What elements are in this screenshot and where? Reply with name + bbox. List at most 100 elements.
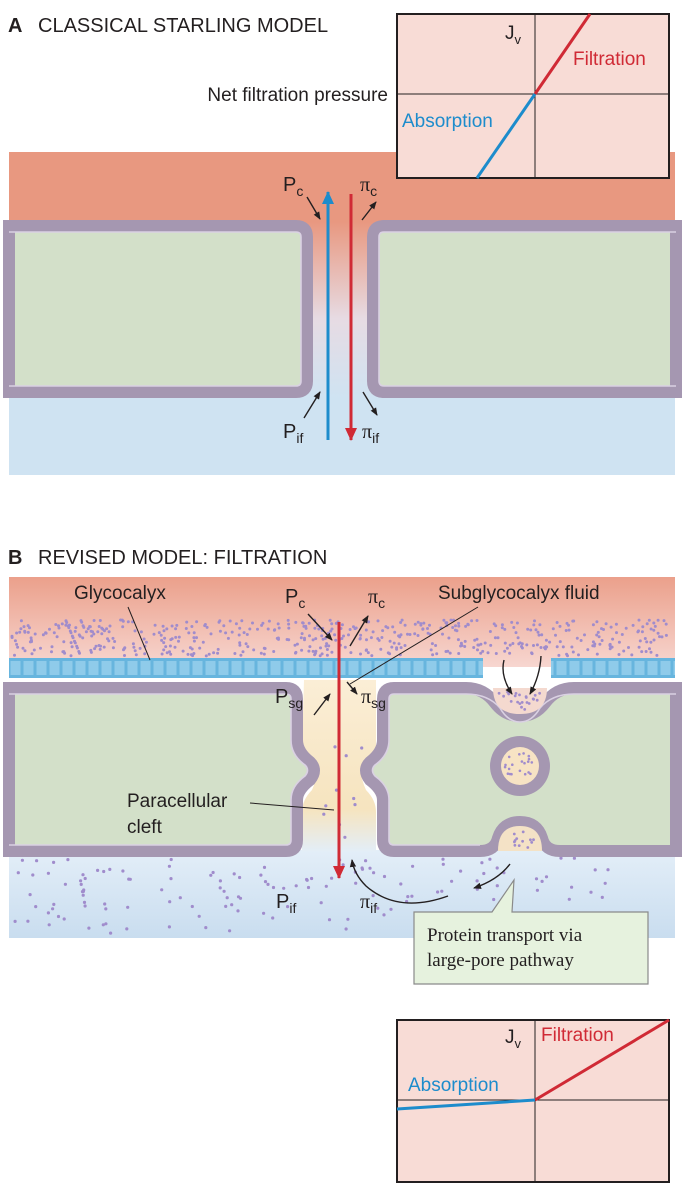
graph-a-absorption-label: Absorption <box>402 111 493 132</box>
protein-dot <box>365 638 368 642</box>
psg-arrow-b <box>313 693 331 716</box>
protein-dot <box>329 629 333 633</box>
protein-dot <box>96 868 100 873</box>
protein-dot <box>233 652 237 655</box>
protein-dot <box>466 622 470 626</box>
protein-dot <box>209 632 213 636</box>
protein-dot <box>33 632 37 636</box>
protein-dot <box>84 630 88 634</box>
protein-dot <box>518 769 522 773</box>
protein-dot <box>524 695 528 699</box>
protein-dot <box>627 646 630 649</box>
protein-dot <box>488 630 492 633</box>
protein-dot <box>100 632 104 636</box>
protein-dot <box>78 651 81 655</box>
protein-dot <box>330 622 334 626</box>
protein-dot <box>538 691 541 695</box>
protein-dot <box>327 644 331 648</box>
panel-b-letter: B <box>8 547 22 569</box>
protein-dot <box>544 638 548 642</box>
protein-dot <box>664 622 668 626</box>
protein-dot <box>167 925 171 929</box>
protein-dot <box>523 708 527 711</box>
protein-dot <box>479 642 483 646</box>
pc-arrow-b <box>307 613 333 641</box>
protein-dot <box>380 636 384 639</box>
protein-dot <box>489 643 493 647</box>
protein-dot <box>169 652 173 656</box>
protein-dot <box>195 636 198 640</box>
protein-dot <box>653 624 657 628</box>
protein-dot <box>104 922 108 926</box>
protein-dot <box>597 635 601 639</box>
protein-dot <box>419 623 423 627</box>
protein-dot <box>98 647 102 651</box>
protein-dot <box>631 623 635 627</box>
protein-dot <box>548 640 552 644</box>
protein-dot <box>637 645 641 649</box>
protein-dot <box>168 650 171 654</box>
panel-a-letter: A <box>8 15 22 37</box>
protein-dot <box>648 647 651 651</box>
protein-dot <box>554 633 557 637</box>
protein-dot <box>530 841 534 844</box>
protein-dot <box>539 646 543 649</box>
protein-dot <box>364 859 368 863</box>
protein-dot <box>300 632 304 636</box>
protein-dot <box>232 872 236 876</box>
panel-b: B REVISED MODEL: FILTRATION Pc πc Psg πs… <box>3 547 682 1183</box>
protein-dot <box>557 653 561 657</box>
protein-dot <box>532 838 535 842</box>
plasma-proteins <box>10 618 668 658</box>
graph-b-filtration-label: Filtration <box>541 1025 614 1046</box>
subglycocalyx-label: Subglycocalyx fluid <box>438 583 600 604</box>
protein-dot <box>348 628 352 631</box>
protein-dot <box>74 626 78 630</box>
protein-dot <box>65 621 69 624</box>
graph-a-absorption-line <box>475 93 537 179</box>
protein-dot <box>598 642 602 646</box>
protein-dot <box>327 918 332 922</box>
protein-dot <box>637 618 641 622</box>
protein-dot <box>508 643 512 647</box>
protein-dot <box>372 871 376 875</box>
protein-dot <box>647 618 651 622</box>
graph-a-jv-label: Jv <box>505 23 522 47</box>
protein-dot <box>97 625 101 628</box>
glycocalyx-leader <box>127 606 151 661</box>
protein-dot <box>481 649 485 653</box>
protein-dot <box>529 628 533 632</box>
protein-dot <box>603 881 607 885</box>
protein-dot <box>299 636 303 640</box>
protein-dot <box>109 931 113 935</box>
protein-dot <box>169 638 173 642</box>
protein-dot <box>83 904 87 908</box>
protein-dot <box>169 857 173 862</box>
protein-dot <box>86 627 90 631</box>
protein-dot <box>52 902 56 907</box>
protein-dot <box>111 636 115 640</box>
protein-dot <box>475 619 479 622</box>
protein-dot <box>513 839 517 842</box>
protein-dot <box>184 627 188 630</box>
protein-dot <box>266 882 270 887</box>
protein-dot <box>161 624 165 628</box>
protein-dot <box>122 648 125 652</box>
protein-dot <box>92 632 96 636</box>
protein-dot <box>82 625 86 629</box>
protein-dot <box>293 643 297 647</box>
protein-dot <box>79 879 83 883</box>
protein-dot <box>334 621 338 625</box>
protein-dot <box>205 625 209 629</box>
protein-dot <box>121 625 125 629</box>
protein-dot <box>535 698 539 702</box>
protein-dot <box>242 631 246 635</box>
protein-dot <box>108 867 112 872</box>
protein-dot <box>177 639 180 643</box>
protein-dot <box>464 624 468 628</box>
protein-dot <box>376 619 380 623</box>
protein-dot <box>473 638 477 642</box>
protein-dot <box>50 650 53 654</box>
protein-dot <box>371 630 375 634</box>
protein-dot <box>508 651 512 655</box>
